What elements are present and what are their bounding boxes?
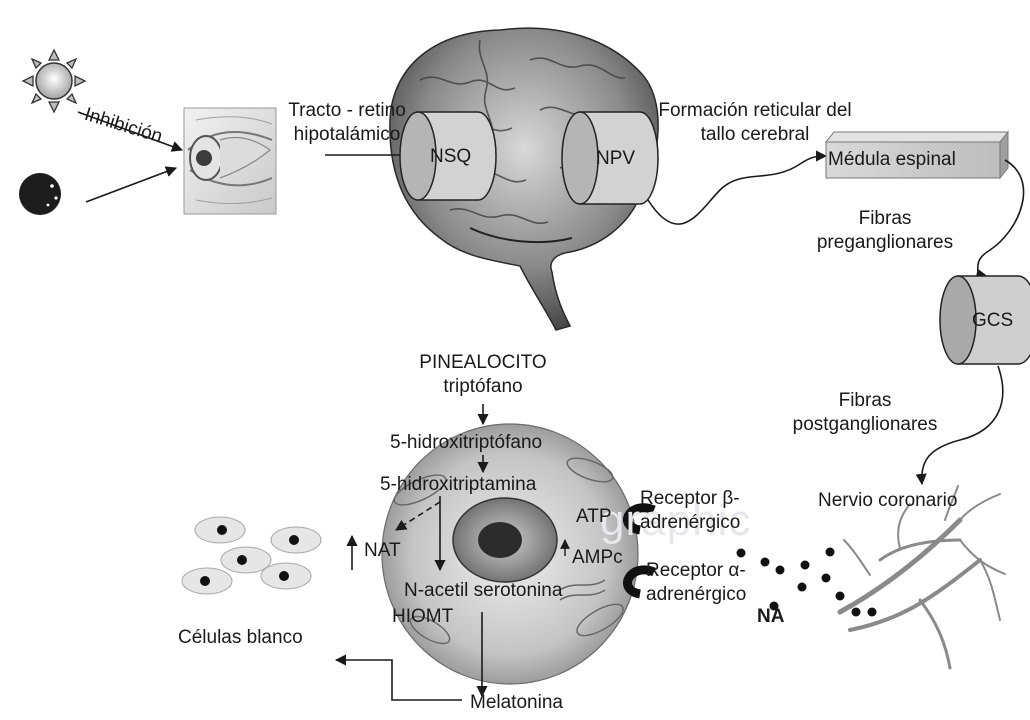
nsq-label: NSQ — [430, 146, 471, 168]
melatonina-to-celulas-path — [336, 660, 462, 700]
atp-label: ATP — [576, 506, 612, 528]
hidroxitriptofano-label: 5-hidroxitriptófano — [390, 432, 542, 454]
formacion-label-line2: tallo cerebral — [630, 124, 880, 146]
fibras-pre-label-line1: Fibras — [800, 208, 970, 230]
celulas-blanco-label: Células blanco — [178, 627, 303, 649]
formacion-label-line1: Formación reticular del — [630, 100, 880, 122]
hiomt-label: HIOMT — [392, 606, 453, 628]
triptofano-label: triptófano — [388, 376, 578, 398]
receptor-alfa-label-line2: adrenérgico — [646, 584, 746, 606]
tracto-label-line2: hipotalámico — [272, 124, 422, 146]
ampc-label: AMPc — [572, 547, 623, 569]
receptor-beta-label-line2: adrenérgico — [640, 512, 740, 534]
melatonina-label: Melatonina — [470, 692, 563, 714]
tracto-label-line1: Tracto - retino — [272, 100, 422, 122]
moon-to-eye-arrow — [86, 168, 176, 202]
nervio-label: Nervio coronario — [818, 490, 957, 512]
fibras-post-label-line1: Fibras — [760, 390, 970, 412]
medula-label: Médula espinal — [828, 149, 956, 171]
receptor-alfa-label-line1: Receptor α- — [646, 560, 746, 582]
pinealocito-label: PINEALOCITO — [388, 352, 578, 374]
fibras-post-label-line2: postganglionares — [760, 414, 970, 436]
receptor-beta-label-line1: Receptor β- — [640, 488, 740, 510]
coronary-nerve-illustration — [840, 486, 1005, 668]
na-label: NA — [757, 606, 784, 628]
npv-label: NPV — [596, 148, 635, 170]
fibras-pre-label-line2: preganglionares — [800, 232, 970, 254]
gcs-label: GCS — [972, 310, 1013, 332]
nat-label: NAT — [364, 540, 401, 562]
acetil-serotonina-label: N-acetil serotonina — [404, 580, 562, 602]
sun-icon — [23, 50, 85, 112]
moon-night-icon — [19, 173, 61, 215]
target-cells — [182, 517, 321, 594]
eye-illustration — [184, 108, 276, 214]
hidroxitriptamina-label: 5-hidroxitriptamina — [380, 474, 536, 496]
